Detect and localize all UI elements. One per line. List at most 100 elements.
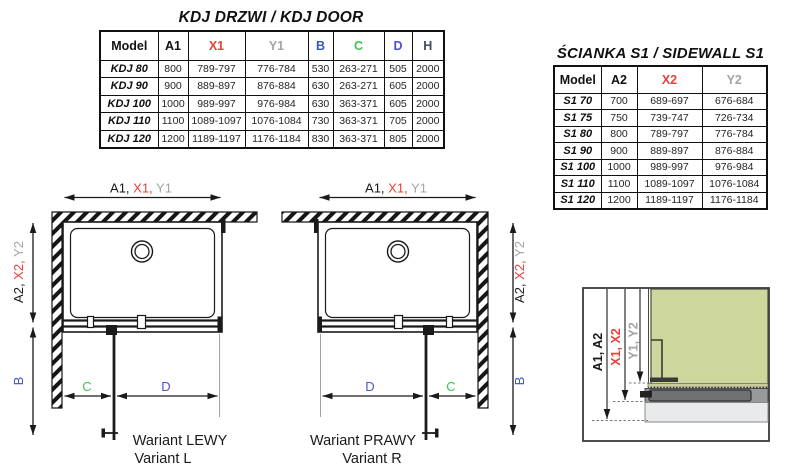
value-cell: 2000: [411, 94, 445, 113]
variant-l-caption-pl: Wariant LEWY: [133, 433, 228, 449]
sidewall-table-title: ŚCIANKA S1 / SIDEWALL S1: [556, 45, 765, 62]
pivot-block: [423, 325, 434, 335]
column-header: A2: [600, 65, 638, 94]
model-cell: S1 110: [553, 175, 602, 193]
value-cell: 2000: [411, 129, 445, 148]
value-cell: 800: [600, 125, 638, 143]
value-cell: 900: [600, 142, 638, 160]
value-cell: 989-997: [636, 158, 703, 176]
pivot-block: [106, 325, 117, 335]
value-cell: 1200: [157, 129, 189, 148]
door-handle-knob: [101, 428, 105, 438]
dim-label-b: B: [11, 377, 26, 386]
corner-bracket: [217, 316, 222, 332]
wall-profile: [314, 219, 319, 233]
value-cell: 889-897: [187, 77, 246, 96]
glass-panel: [650, 288, 769, 386]
value-cell: 976-984: [244, 94, 309, 113]
value-cell: 263-271: [332, 77, 385, 96]
hinge-block: [445, 315, 454, 329]
dim-label-d: D: [161, 379, 170, 394]
value-cell: 776-784: [244, 59, 309, 78]
value-cell: 700: [600, 92, 638, 110]
dim-label-a1x1y1: A1, X1, Y1: [110, 181, 172, 196]
dim-label-a2x2y2: A2, X2, Y2: [11, 241, 26, 303]
model-cell: S1 100: [553, 158, 602, 176]
column-header: D: [383, 30, 413, 61]
value-cell: 776-784: [701, 125, 768, 143]
drain-icon-inner: [134, 243, 150, 260]
value-cell: 689-697: [636, 92, 703, 110]
model-cell: S1 120: [553, 191, 602, 209]
column-header: A1: [157, 30, 189, 61]
column-header: Y1: [244, 30, 309, 61]
model-cell: KDJ 100: [99, 94, 159, 113]
value-cell: 1000: [600, 158, 638, 176]
variant-r-caption-en: Variant R: [342, 451, 401, 467]
value-cell: 676-684: [701, 92, 768, 110]
variant-l-caption-en: Variant L: [135, 451, 192, 467]
hinge-block: [136, 314, 147, 330]
hinge-block: [86, 315, 95, 329]
value-cell: 800: [157, 59, 189, 78]
value-cell: 1176-1184: [244, 129, 309, 148]
value-cell: 630: [307, 94, 334, 113]
value-cell: 1076-1084: [701, 175, 768, 193]
value-cell: 789-797: [187, 59, 246, 78]
value-cell: 789-797: [636, 125, 703, 143]
value-cell: 830: [307, 129, 334, 148]
dim-label-c: C: [446, 379, 455, 394]
dim-label-a1x1y1: A1, X1, Y1: [365, 181, 427, 196]
section-label-a1a2: A1, A2: [591, 333, 605, 371]
value-cell: 630: [307, 77, 334, 96]
value-cell: 739-747: [636, 109, 703, 127]
dim-label-d: D: [365, 379, 374, 394]
value-cell: 705: [383, 112, 413, 131]
hinge-block: [393, 314, 404, 330]
value-cell: 505: [383, 59, 413, 78]
value-cell: 363-371: [332, 129, 385, 148]
value-cell: 605: [383, 77, 413, 96]
value-cell: 363-371: [332, 112, 385, 131]
wall-bracket: [651, 339, 663, 378]
value-cell: 726-734: [701, 109, 768, 127]
section-label-y1y2: Y1, Y2: [627, 322, 641, 359]
value-cell: 750: [600, 109, 638, 127]
corner-bracket: [317, 316, 322, 332]
model-cell: S1 90: [553, 142, 602, 160]
value-cell: 1000: [157, 94, 189, 113]
technical-diagrams: A1, X1, Y1 A2, X2, Y2 B C D Wariant LEWY…: [11, 181, 770, 467]
bracket-foot: [650, 377, 678, 382]
value-cell: 1189-1197: [187, 129, 246, 148]
cross-section-diagram: A1, A2 X1, X2 Y1, Y2: [582, 287, 770, 442]
tray-layer: [644, 402, 769, 423]
value-cell: 530: [307, 59, 334, 78]
dim-label-c: C: [82, 379, 91, 394]
value-cell: 605: [383, 94, 413, 113]
column-header: X1: [187, 30, 246, 61]
right-variant-diagram: A1, X1, Y1 A2, X2, Y2 B D C Wariant PRAW…: [281, 181, 527, 467]
value-cell: 1176-1184: [701, 191, 768, 209]
model-cell: KDJ 80: [99, 59, 159, 78]
door-handle-knob: [435, 428, 439, 438]
model-cell: S1 75: [553, 109, 602, 127]
wall-hatch: [281, 211, 489, 409]
column-header: Model: [553, 65, 602, 94]
model-cell: KDJ 110: [99, 112, 159, 131]
